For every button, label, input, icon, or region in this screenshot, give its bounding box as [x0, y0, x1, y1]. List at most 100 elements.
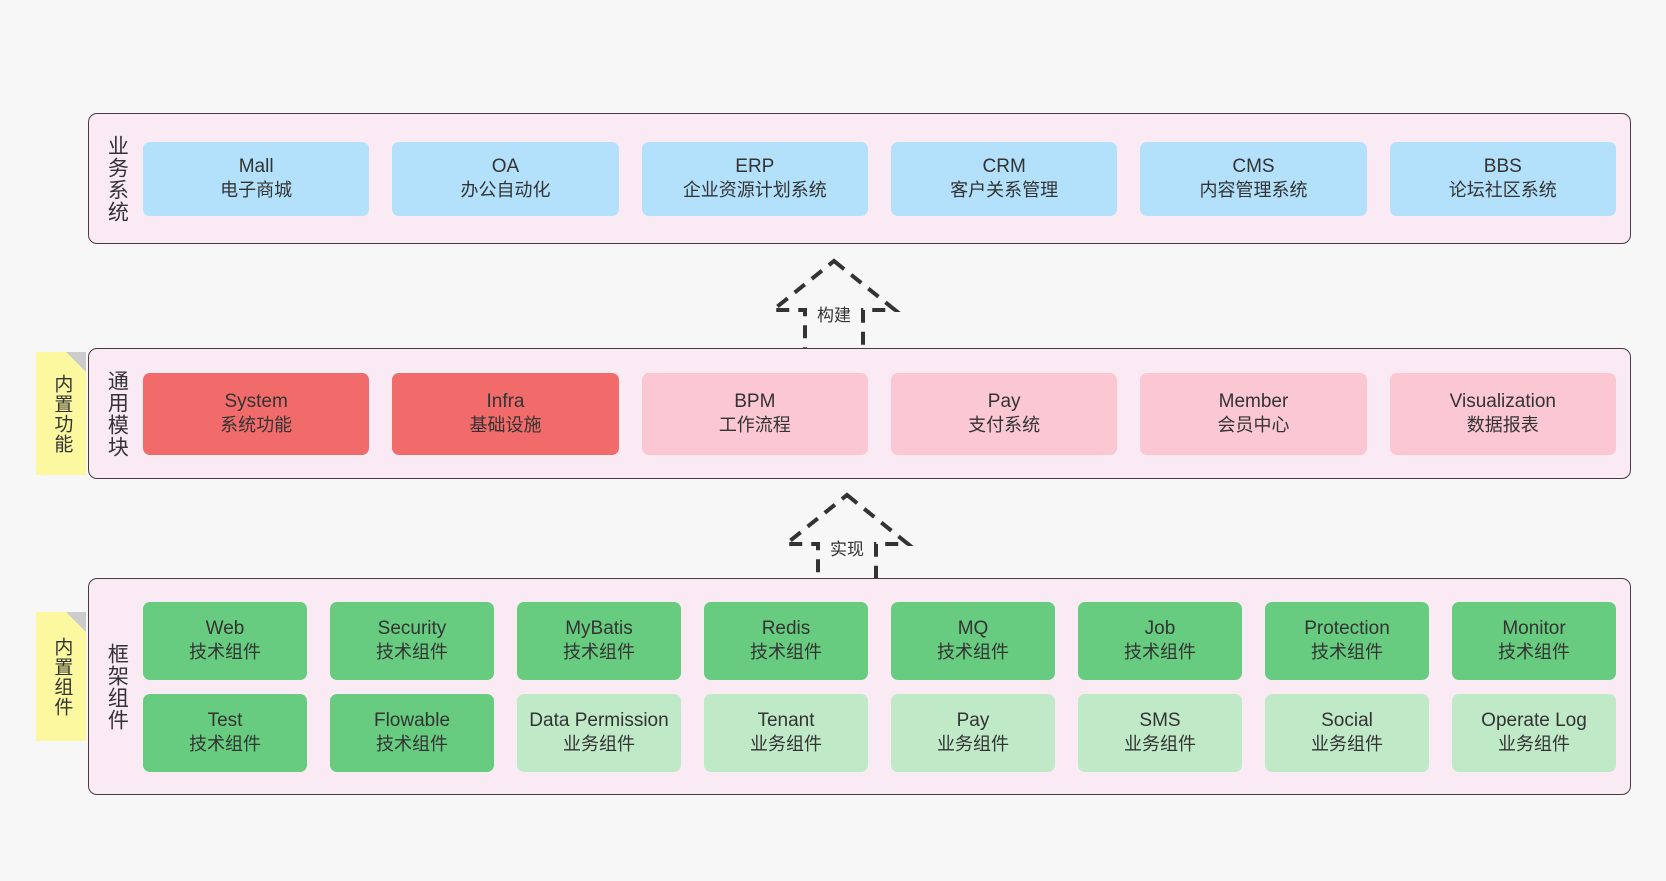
generalization-arrow-realize: 实现 [772, 492, 922, 587]
card-framework-job[interactable]: Job 技术组件 [1078, 601, 1242, 680]
card-title-en: Flowable [373, 709, 451, 731]
card-common-infra[interactable]: Infra 基础设施 [392, 372, 619, 455]
card-title-cn: 技术组件 [750, 642, 822, 663]
card-framework-test[interactable]: Test 技术组件 [143, 693, 307, 772]
card-title-en: Social [1321, 709, 1373, 731]
card-common-pay[interactable]: Pay 支付系统 [890, 372, 1118, 455]
card-framework-social[interactable]: Social 业务组件 [1265, 693, 1429, 772]
card-framework-pay[interactable]: Pay 业务组件 [891, 693, 1055, 772]
card-title-cn: 技术组件 [1124, 642, 1196, 663]
card-title-en: ERP [735, 155, 775, 177]
card-framework-flowable[interactable]: Flowable 技术组件 [330, 693, 494, 772]
card-title-en: Pay [956, 709, 990, 731]
card-common-visualization[interactable]: Visualization 数据报表 [1389, 372, 1616, 455]
card-business-mall[interactable]: Mall 电子商城 [143, 141, 370, 216]
card-title-cn: 论坛社区系统 [1448, 180, 1557, 201]
card-title-cn: 基础设施 [469, 415, 542, 436]
card-title-cn: 技术组件 [376, 642, 448, 663]
card-title-en: Redis [761, 617, 811, 639]
card-title-cn: 办公自动化 [460, 180, 551, 201]
card-business-crm[interactable]: CRM 客户关系管理 [890, 141, 1118, 216]
card-title-cn: 业务组件 [1498, 734, 1570, 755]
card-title-en: SMS [1139, 709, 1181, 731]
arrow-label-build: 构建 [817, 306, 851, 325]
card-title-cn: 电子商城 [220, 180, 293, 201]
card-title-cn: 支付系统 [968, 415, 1041, 436]
card-title-en: BBS [1483, 155, 1522, 177]
card-title-en: Test [207, 709, 243, 731]
card-title-cn: 客户关系管理 [950, 180, 1059, 201]
sticky-note-label-builtin-features: 内置功能 [51, 373, 73, 454]
card-title-cn: 技术组件 [376, 734, 448, 755]
card-title-cn: 技术组件 [1498, 642, 1570, 663]
card-title-en: CRM [982, 155, 1026, 177]
card-title-cn: 技术组件 [563, 642, 635, 663]
card-framework-monitor[interactable]: Monitor 技术组件 [1452, 601, 1616, 680]
card-title-en: MyBatis [565, 617, 633, 639]
card-title-en: Member [1218, 390, 1289, 412]
card-title-en: BPM [734, 390, 776, 412]
card-title-cn: 技术组件 [189, 642, 261, 663]
card-framework-mybatis[interactable]: MyBatis 技术组件 [517, 601, 681, 680]
card-framework-web[interactable]: Web 技术组件 [143, 601, 307, 680]
card-common-bpm[interactable]: BPM 工作流程 [641, 372, 868, 455]
card-business-bbs[interactable]: BBS 论坛社区系统 [1389, 141, 1616, 216]
card-business-cms[interactable]: CMS 内容管理系统 [1140, 141, 1367, 216]
layer-title-common: 通用模块 [105, 369, 129, 458]
card-title-en: CMS [1232, 155, 1275, 177]
card-title-cn: 技术组件 [189, 734, 261, 755]
card-title-cn: 业务组件 [750, 734, 822, 755]
card-title-cn: 工作流程 [718, 415, 791, 436]
sticky-note-builtin-features: 内置功能 [36, 352, 86, 475]
card-title-en: Visualization [1449, 390, 1556, 412]
card-title-cn: 业务组件 [1311, 734, 1383, 755]
card-common-member[interactable]: Member 会员中心 [1140, 372, 1367, 455]
generalization-arrow-build: 构建 [759, 258, 909, 353]
card-title-cn: 数据报表 [1466, 415, 1539, 436]
note-fold-corner-icon [66, 352, 86, 372]
card-framework-tenant[interactable]: Tenant 业务组件 [704, 693, 868, 772]
note-fold-corner-icon [66, 612, 86, 632]
layer-title-business: 业务系统 [105, 134, 129, 223]
card-title-en: MQ [957, 617, 989, 639]
card-title-cn: 业务组件 [937, 734, 1009, 755]
card-title-en: Mall [238, 155, 274, 177]
sticky-note-label-builtin-components: 内置组件 [51, 636, 73, 717]
card-title-en: Job [1144, 617, 1176, 639]
card-framework-security[interactable]: Security 技术组件 [330, 601, 494, 680]
card-title-en: Web [205, 617, 245, 639]
card-framework-sms[interactable]: SMS 业务组件 [1078, 693, 1242, 772]
card-title-en: OA [491, 155, 520, 177]
card-title-en: Pay [987, 390, 1021, 412]
card-framework-redis[interactable]: Redis 技术组件 [704, 601, 868, 680]
card-title-en: Data Permission [529, 709, 669, 731]
card-title-cn: 系统功能 [220, 415, 293, 436]
arrow-label-realize: 实现 [830, 540, 864, 559]
card-title-cn: 技术组件 [1311, 642, 1383, 663]
card-title-en: Tenant [757, 709, 815, 731]
card-title-cn: 业务组件 [1124, 734, 1196, 755]
card-title-en: Infra [486, 390, 525, 412]
card-framework-operate-log[interactable]: Operate Log 业务组件 [1452, 693, 1616, 772]
card-title-en: Security [377, 617, 447, 639]
sticky-note-builtin-components: 内置组件 [36, 612, 86, 741]
card-title-en: Monitor [1502, 617, 1566, 639]
card-title-en: Operate Log [1481, 709, 1587, 731]
card-business-oa[interactable]: OA 办公自动化 [392, 141, 619, 216]
card-title-cn: 内容管理系统 [1199, 180, 1308, 201]
card-title-cn: 会员中心 [1217, 415, 1290, 436]
